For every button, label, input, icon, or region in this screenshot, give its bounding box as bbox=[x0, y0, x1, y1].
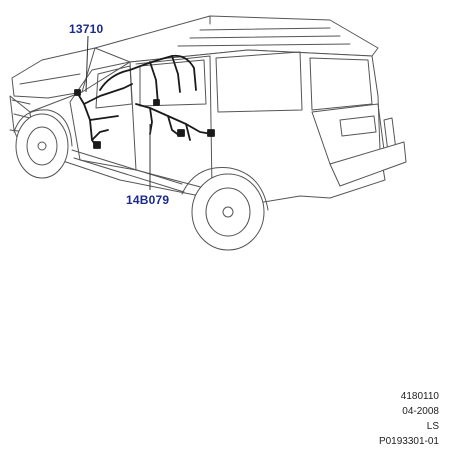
callout-harness-rear: 14B079 bbox=[126, 193, 170, 207]
diagram-reference: P0193301-01 bbox=[378, 436, 439, 447]
diagram-code: 4180110 bbox=[400, 391, 439, 402]
leader-line-13710 bbox=[85, 35, 89, 93]
diagram-info-block: 4180110 04-2008 LS P0193301-01 bbox=[379, 389, 439, 449]
diagram-model: LS bbox=[426, 421, 439, 432]
callout-harness-front: 13710 bbox=[69, 22, 104, 36]
callout-leaders bbox=[85, 35, 151, 190]
wiring-harness bbox=[74, 54, 215, 149]
diagram-date: 04-2008 bbox=[402, 406, 439, 417]
